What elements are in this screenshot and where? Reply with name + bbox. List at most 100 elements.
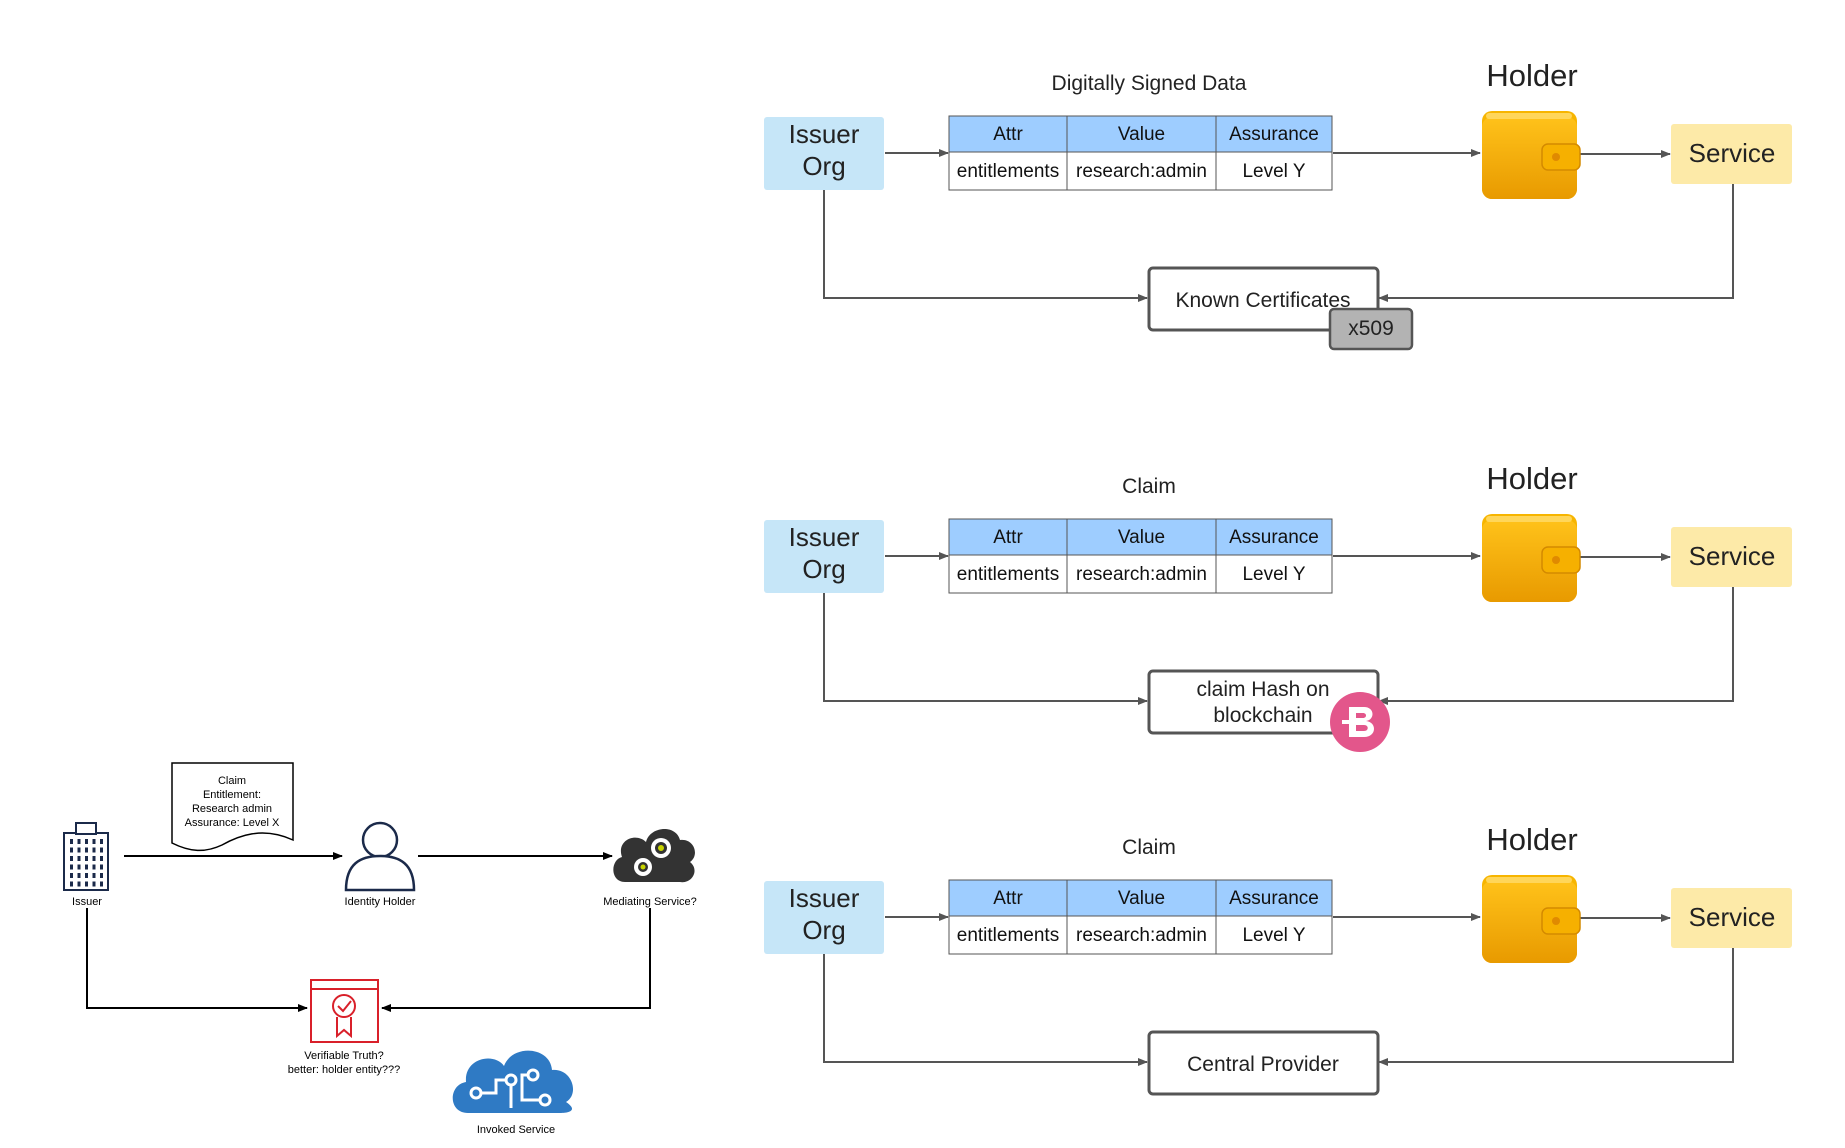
issuer-org-box (764, 520, 884, 593)
x509-tag (1328, 307, 1414, 351)
mediating-to-verifiable-arrow (381, 908, 651, 1012)
building-window (70, 864, 73, 870)
issuer-to-verifier-arrow (823, 954, 1148, 1066)
building-window (85, 873, 88, 878)
table-header-cell (1066, 518, 1217, 556)
table-cell (1066, 554, 1217, 594)
table-cell (1215, 554, 1333, 594)
issuer-org-label: Issuer (789, 522, 860, 552)
service-box (1671, 124, 1792, 184)
table-cell-value: entitlements (957, 161, 1059, 182)
issuer-to-verifier-arrow (823, 190, 1148, 302)
table-cell (948, 554, 1068, 594)
person-icon (344, 821, 416, 892)
table-cell (1215, 151, 1333, 191)
claim-doc-line: Claim (218, 775, 246, 787)
table-cell-value: Level Y (1242, 161, 1305, 182)
building-window (92, 839, 96, 844)
table-header-cell (1215, 115, 1333, 153)
cloud-circuit-icon (452, 1050, 574, 1113)
claim-document-shape (171, 762, 294, 852)
data-table: AttrentitlementsValueresearch:adminAssur… (948, 879, 1333, 955)
verifier-label: claim Hash on (1196, 678, 1329, 701)
building-window (100, 881, 103, 887)
issuer-to-verifier-arrow (823, 593, 1148, 705)
flow-1: Digitally Signed DataIssuerOrgAttrentitl… (764, 58, 1792, 351)
table-cell (948, 151, 1068, 191)
invoked-service-label: Invoked Service (477, 1124, 555, 1136)
building-window (77, 839, 81, 844)
building-window (85, 839, 88, 844)
table-cell (1215, 915, 1333, 955)
flow-3: ClaimIssuerOrgAttrentitlementsValueresea… (764, 822, 1792, 1096)
issuer-org-label: Issuer (789, 119, 860, 149)
verifier-box (1147, 266, 1380, 332)
table-header-cell (948, 879, 1068, 917)
service-label: Service (1689, 541, 1776, 571)
service-label: Service (1689, 138, 1776, 168)
table-header-label: Assurance (1229, 124, 1319, 145)
service-box (1671, 527, 1792, 587)
flow-title: Claim (1122, 836, 1176, 859)
claim-document: Claim Entitlement: Research admin Assura… (171, 762, 294, 852)
issuer-org-label: Org (802, 554, 845, 584)
table-cell-value: Level Y (1242, 564, 1305, 585)
claim-doc-line: Entitlement: (203, 789, 261, 801)
building-window (77, 873, 81, 878)
table-cell (1066, 151, 1217, 191)
building-window (100, 864, 103, 870)
x509-tag-label: x509 (1348, 317, 1394, 340)
table-header-label: Assurance (1229, 527, 1319, 548)
table-header-cell (948, 518, 1068, 556)
service-label: Service (1689, 902, 1776, 932)
table-cell-value: Level Y (1242, 925, 1305, 946)
verifier-label: Known Certificates (1175, 289, 1350, 312)
building-window (100, 847, 103, 853)
issuer-org-box (764, 117, 884, 190)
gear-icon (634, 858, 652, 876)
blockchain-coin-icon (1330, 692, 1390, 752)
holder-label: Holder (1486, 822, 1577, 857)
gear-icon (651, 838, 671, 858)
building-window (70, 839, 73, 844)
building-window (77, 881, 81, 887)
service-to-verifier-arrow (1378, 183, 1734, 302)
issuer-org-box (764, 881, 884, 954)
building-window (77, 856, 81, 861)
claim-doc-line: Assurance: Level X (185, 817, 280, 829)
building-window (92, 873, 96, 878)
table-cell-value: entitlements (957, 564, 1059, 585)
cloud-gears-icon (613, 828, 695, 883)
data-table: AttrentitlementsValueresearch:adminAssur… (948, 518, 1333, 594)
building-window (100, 856, 103, 861)
building-window (85, 847, 88, 853)
service-box (1671, 888, 1792, 948)
building-window (100, 839, 103, 844)
table-header-cell (1066, 879, 1217, 917)
building-window (77, 847, 81, 853)
table-header-label: Attr (993, 527, 1023, 548)
holder-label: Holder (1486, 58, 1577, 93)
building-window (77, 864, 81, 870)
verifiable-label: Verifiable Truth? (304, 1050, 384, 1062)
table-header-label: Attr (993, 888, 1023, 909)
table-cell-value: research:admin (1076, 925, 1207, 946)
building-window (92, 881, 96, 887)
table-cell-value: research:admin (1076, 161, 1207, 182)
building-window (70, 881, 73, 887)
verifier-box (1147, 1030, 1380, 1096)
building-window (85, 856, 88, 861)
building-window (100, 873, 103, 878)
building-window (70, 856, 73, 861)
table-header-label: Value (1118, 527, 1165, 548)
left-diagram: Claim Entitlement: Research admin Assura… (63, 762, 697, 1136)
table-header-label: Assurance (1229, 888, 1319, 909)
issuer-to-verifiable-arrow (86, 908, 308, 1012)
wallet-icon (1482, 514, 1581, 602)
service-to-verifier-arrow (1378, 586, 1734, 705)
flow-2: ClaimIssuerOrgAttrentitlementsValueresea… (764, 461, 1792, 752)
holder-label: Holder (1486, 461, 1577, 496)
building-window (85, 881, 88, 887)
building-icon (63, 822, 109, 891)
